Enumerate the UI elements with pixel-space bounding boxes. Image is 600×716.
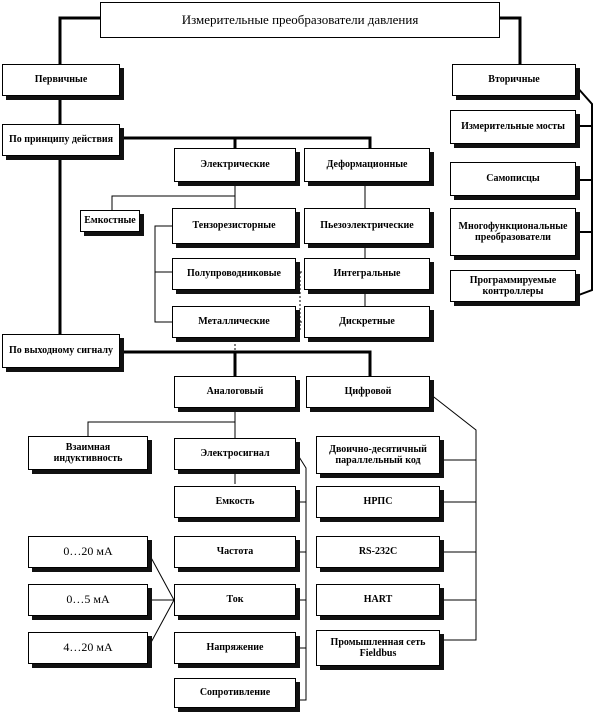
bracket-secondary xyxy=(575,85,593,297)
secondary-item-recorders: Самописцы xyxy=(450,162,576,196)
resistance-box: Сопротивление xyxy=(174,678,296,708)
integral-box: Интегральные xyxy=(304,258,430,290)
primary-box: Первичные xyxy=(2,64,120,96)
digital-box: Цифровой xyxy=(306,376,430,408)
electric-box: Электрические xyxy=(174,148,296,182)
secondary-item-controllers: Программируемые контроллеры xyxy=(450,270,576,302)
tenso-box: Тензорезисторные xyxy=(172,208,296,244)
link-analog-tree xyxy=(87,408,236,436)
range-4-20-box: 4…20 мА xyxy=(28,632,148,664)
deformation-box: Деформационные xyxy=(304,148,430,182)
range-0-20-box: 0…20 мА xyxy=(28,536,148,568)
voltage-box: Напряжение xyxy=(174,632,296,664)
link-range-3 xyxy=(147,599,175,649)
link-title-primary xyxy=(58,16,100,64)
electrosignal-box: Электросигнал xyxy=(174,438,296,470)
link-title-secondary xyxy=(500,16,522,64)
secondary-item-multifunc: Многофункциональные преобразователи xyxy=(450,208,576,256)
link-principle-branch xyxy=(120,136,372,148)
link-electric-capacitive xyxy=(111,182,236,210)
diagram-title: Измерительные преобразователи давления xyxy=(100,2,500,38)
dotted-semi-integral xyxy=(296,271,301,331)
bracket-electrosignal xyxy=(295,451,307,701)
bracket-tenso-children xyxy=(154,225,172,323)
discrete-box: Дискретные xyxy=(304,306,430,338)
range-0-5-box: 0…5 мА xyxy=(28,584,148,616)
link-range-1 xyxy=(147,551,175,601)
capacitive-box: Емкостные xyxy=(80,210,140,232)
metallic-box: Металлические xyxy=(172,306,296,338)
output-header: По выходному сигналу xyxy=(2,334,120,368)
digital-hart-box: HART xyxy=(316,584,440,616)
bracket-digital xyxy=(429,393,477,641)
link-output-branch xyxy=(118,350,372,376)
digital-parallel-box: Двоично-десятичный параллельный код xyxy=(316,436,440,474)
current-box: Ток xyxy=(174,584,296,616)
digital-npps-box: НРПС xyxy=(316,486,440,518)
mutual-inductance-box: Взаимная индуктивность xyxy=(28,436,148,470)
piezo-box: Пьезоэлектрические xyxy=(304,208,430,244)
principle-header: По принципу действия xyxy=(2,124,120,156)
analog-box: Аналоговый xyxy=(174,376,296,408)
secondary-item-bridges: Измерительные мосты xyxy=(450,110,576,144)
capacity-box: Емкость xyxy=(174,486,296,518)
frequency-box: Частота xyxy=(174,536,296,568)
secondary-box: Вторичные xyxy=(452,64,576,96)
semiconductor-box: Полупроводниковые xyxy=(172,258,296,290)
digital-rs232-box: RS-232C xyxy=(316,536,440,568)
digital-fieldbus-box: Промышленная сеть Fieldbus xyxy=(316,630,440,666)
